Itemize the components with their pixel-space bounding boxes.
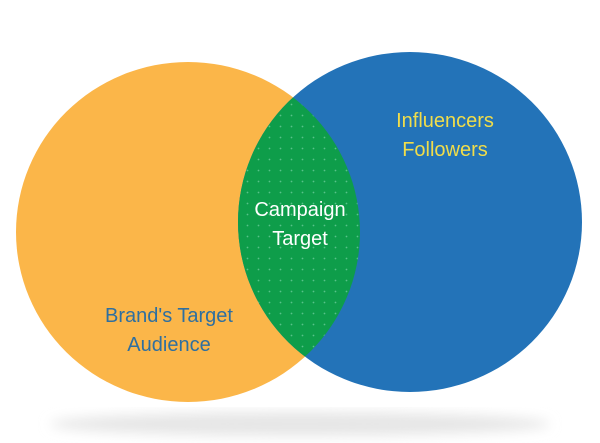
intersection-dots [238, 62, 360, 392]
set-left-label: Brand's Target Audience [64, 302, 274, 360]
venn-shadow [50, 412, 550, 436]
set-right-label: Influencers Followers [340, 107, 550, 165]
intersection-label: Campaign Target [230, 196, 370, 254]
set-left-label-line-2: Audience [127, 334, 211, 356]
intersection-label-line-2: Target [272, 228, 328, 250]
intersection-label-line-1: Campaign [254, 199, 346, 221]
set-right-label-line-1: Influencers [396, 110, 494, 132]
set-left-label-line-1: Brand's Target [105, 305, 233, 327]
set-right-label-line-2: Followers [402, 139, 488, 161]
